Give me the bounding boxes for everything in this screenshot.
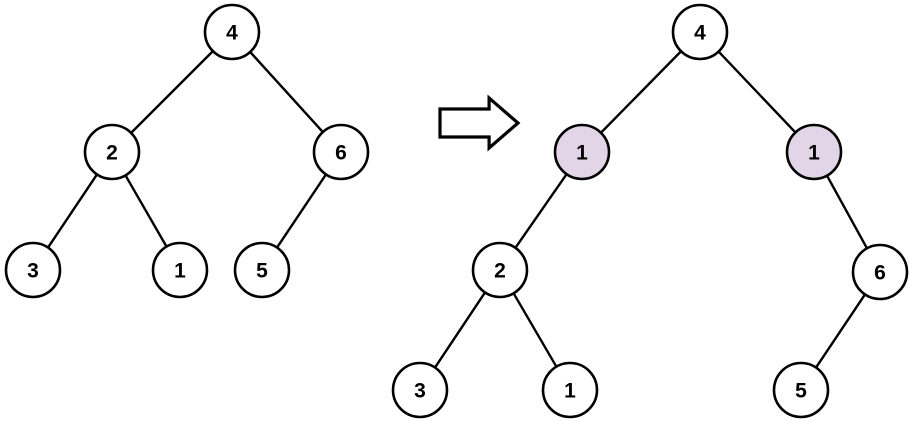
- tree-node-circle-highlighted[interactable]: [785, 123, 843, 181]
- nodes-layer: 4 2 6 3 1 5 4 1 1 2 6 3 1 5: [4, 3, 909, 419]
- tree-node-label: 2: [494, 260, 506, 283]
- tree-edge: [717, 50, 797, 134]
- tree-edge: [825, 174, 869, 250]
- tree-node-circle[interactable]: [471, 241, 529, 299]
- tree-node[interactable]: 5: [772, 361, 830, 419]
- tree-node[interactable]: 2: [83, 123, 141, 181]
- tree-edge: [433, 291, 487, 369]
- tree-node-circle[interactable]: [312, 123, 370, 181]
- tree-node[interactable]: 3: [4, 241, 62, 299]
- tree-node-label: 1: [174, 260, 186, 283]
- tree-node-label: 4: [226, 22, 238, 45]
- tree-node[interactable]: 2: [471, 241, 529, 299]
- tree-edge: [46, 173, 99, 249]
- tree-node-circle[interactable]: [4, 241, 62, 299]
- tree-edge: [275, 173, 328, 249]
- tree-node[interactable]: 4: [671, 3, 729, 61]
- right-arrow-outline-icon: [438, 94, 521, 152]
- tree-node[interactable]: 3: [391, 361, 449, 419]
- tree-node-label: 6: [874, 262, 886, 285]
- tree-node-label: 5: [795, 380, 807, 403]
- tree-node-circle[interactable]: [541, 361, 599, 419]
- tree-edge: [514, 172, 568, 250]
- tree-node-circle[interactable]: [203, 3, 261, 61]
- tree-node-label: 6: [335, 142, 347, 165]
- edges-layer: [46, 49, 869, 369]
- tree-node-label: 3: [27, 260, 39, 283]
- tree-edge: [129, 49, 215, 135]
- tree-edge: [248, 50, 325, 134]
- tree-node-circle[interactable]: [671, 3, 729, 61]
- tree-node-circle[interactable]: [851, 243, 909, 301]
- tree-node-label: 3: [414, 380, 426, 403]
- tree-node[interactable]: 1: [151, 241, 209, 299]
- tree-node[interactable]: 6: [312, 123, 370, 181]
- tree-edge: [599, 50, 683, 134]
- tree-node-circle[interactable]: [233, 241, 291, 299]
- tree-edge: [814, 293, 867, 369]
- tree-node-label: 1: [576, 142, 588, 165]
- tree-node[interactable]: 1: [541, 361, 599, 419]
- transform-arrow-layer: [438, 94, 521, 152]
- tree-edge: [512, 292, 558, 368]
- tree-node-label: 1: [564, 380, 576, 403]
- tree-node-label: 4: [694, 22, 706, 45]
- tree-node-label: 2: [106, 142, 118, 165]
- tree-node[interactable]: 1: [785, 123, 843, 181]
- tree-node-circle-highlighted[interactable]: [553, 123, 611, 181]
- tree-node-circle[interactable]: [391, 361, 449, 419]
- tree-node[interactable]: 1: [553, 123, 611, 181]
- tree-node[interactable]: 6: [851, 243, 909, 301]
- tree-node[interactable]: 4: [203, 3, 261, 61]
- tree-node-label: 5: [256, 260, 268, 283]
- tree-edge: [124, 174, 168, 248]
- tree-node[interactable]: 5: [233, 241, 291, 299]
- tree-node-circle[interactable]: [151, 241, 209, 299]
- tree-node-label: 1: [808, 142, 820, 165]
- tree-node-circle[interactable]: [83, 123, 141, 181]
- tree-node-circle[interactable]: [772, 361, 830, 419]
